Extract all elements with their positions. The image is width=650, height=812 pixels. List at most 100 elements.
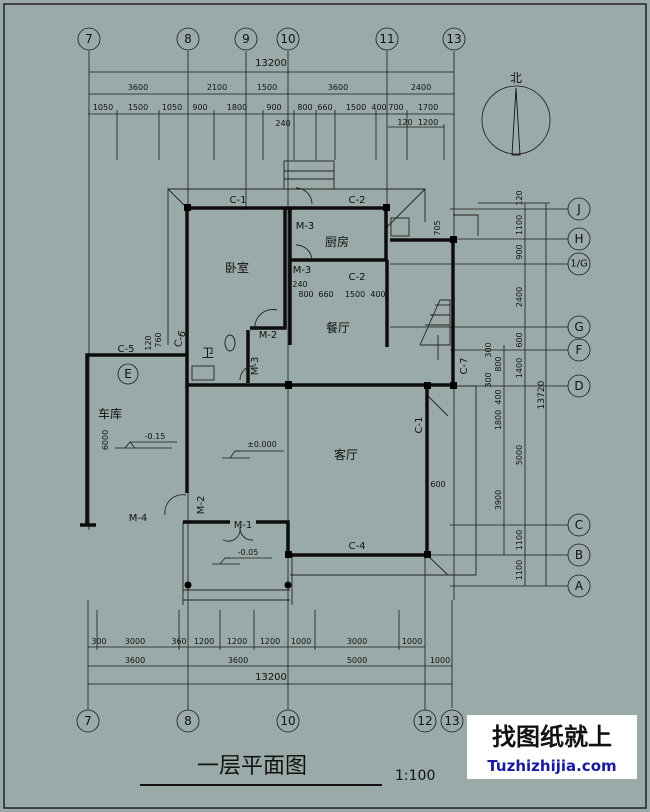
- dim-text: 6000: [101, 430, 110, 450]
- dim-text: 1700: [418, 103, 438, 112]
- dim-text: 3600: [228, 656, 248, 665]
- dim-text: 900: [266, 103, 281, 112]
- dim-text: 300: [484, 342, 493, 357]
- dim-text: 240: [292, 280, 307, 289]
- dim-text: 2400: [411, 83, 431, 92]
- dim-text: 1000: [402, 637, 422, 646]
- north-label: 北: [510, 71, 522, 85]
- axis-label: D: [574, 379, 583, 393]
- watermark: 找图纸就上 Tuzhizhijia.com: [467, 715, 637, 779]
- window-label: C-4: [349, 541, 366, 552]
- dim-text: 5000: [347, 656, 367, 665]
- dim-text: 3600: [328, 83, 348, 92]
- dim-text: 120: [144, 335, 153, 350]
- dim-text: 800: [298, 290, 313, 299]
- dim-text: 1000: [430, 656, 450, 665]
- dim-text: 1050: [93, 103, 113, 112]
- dim-text: 660: [318, 290, 333, 299]
- dim-text: 2100: [207, 83, 227, 92]
- room-dining: 餐厅: [326, 320, 350, 335]
- door-label: M-4: [129, 513, 148, 524]
- axis-label: 10: [280, 714, 295, 728]
- axis-label: 9: [242, 32, 250, 46]
- dim-text: 13200: [255, 58, 287, 69]
- dim-text: 120: [397, 118, 412, 127]
- axis-label: A: [575, 579, 584, 593]
- elevation-marks: -0.15 ±0.000 -0.05: [115, 432, 284, 565]
- room-kitchen: 厨房: [325, 234, 349, 249]
- dim-text: 240: [275, 119, 290, 128]
- door-label: M-2: [196, 496, 207, 515]
- window-label: C-1: [414, 417, 425, 434]
- dim-text: 3600: [125, 656, 145, 665]
- door-label: M-2: [259, 330, 278, 341]
- room-living: 客厅: [334, 447, 358, 462]
- axis-label: 7: [84, 714, 92, 728]
- dim-text: 5000: [515, 445, 524, 465]
- dim-text: 360: [171, 637, 186, 646]
- window-label: C-5: [118, 344, 135, 355]
- axis-label: 7: [85, 32, 93, 46]
- dim-text: 400: [370, 290, 385, 299]
- axis-label: 11: [379, 32, 394, 46]
- dim-text: 1500: [128, 103, 148, 112]
- window-label: C-7: [459, 358, 470, 375]
- frame-border: [3, 3, 647, 809]
- axis-label: B: [575, 548, 583, 562]
- axis-label-e: E: [124, 367, 132, 381]
- room-garage: 车库: [98, 406, 122, 421]
- dim-text: 1100: [515, 215, 524, 235]
- top-dimension-lines: [88, 71, 454, 160]
- dim-text: 2400: [515, 287, 524, 307]
- window-label: C-6: [173, 329, 189, 349]
- dim-text: 760: [154, 332, 163, 347]
- structural-columns: [184, 204, 457, 589]
- inner-dimensions: 240 800 660 1500 400 705 120 760 600 600…: [101, 220, 446, 489]
- dim-text: 900: [515, 244, 524, 259]
- right-dimensions: 120 1100 900 2400 600 1400 5000 1100 110…: [484, 190, 547, 580]
- axis-bubbles-top: 7 8 9 10 11 13: [77, 27, 466, 51]
- axis-label: F: [576, 343, 583, 357]
- dim-text: 1500: [257, 83, 277, 92]
- dim-text: 900: [192, 103, 207, 112]
- door-swings: [164, 187, 410, 542]
- dim-text: 1400: [515, 358, 524, 378]
- dim-text: 400: [494, 389, 503, 404]
- dim-text: 1800: [227, 103, 247, 112]
- axis-bubbles-bottom: 7 8 10 12 13: [76, 709, 464, 733]
- dim-text: 1500: [346, 103, 366, 112]
- dim-text: 1500: [345, 290, 365, 299]
- drawing-title: 一层平面图: [197, 754, 307, 779]
- axis-bubbles-right: J H 1/G G F D C B A E: [117, 197, 591, 598]
- axis-label: 10: [280, 32, 295, 46]
- room-bedroom: 卧室: [225, 260, 249, 275]
- dim-text: 1800: [494, 410, 503, 430]
- axis-label: 12: [417, 714, 432, 728]
- dim-text: 1200: [194, 637, 214, 646]
- room-bathroom: 卫: [202, 346, 214, 360]
- door-label: M-3: [293, 265, 312, 276]
- door-label: M-3: [250, 357, 261, 376]
- door-label: M-1: [234, 520, 253, 531]
- window-label: C-2: [349, 195, 366, 206]
- axis-label: G: [574, 320, 583, 334]
- dim-text: 660: [317, 103, 332, 112]
- axis-label: 1/G: [570, 259, 587, 270]
- dim-text: 600: [515, 332, 524, 347]
- bottom-dimensions: 300 3000 360 1200 1200 1200 1000 3000 10…: [91, 637, 450, 683]
- dim-text: 3900: [494, 490, 503, 510]
- window-label: C-1: [230, 195, 247, 206]
- right-dimension-lines: [478, 202, 550, 586]
- axis-label: J: [576, 202, 581, 216]
- dim-text: 1000: [291, 637, 311, 646]
- dim-text: 1100: [515, 560, 524, 580]
- axis-label: C: [575, 518, 583, 532]
- roof-eaves: [167, 160, 479, 605]
- room-labels: 卧室 厨房 餐厅 卫 车库 客厅: [98, 234, 358, 462]
- bottom-dimension-lines: [88, 610, 452, 685]
- door-label: M-3: [296, 221, 315, 232]
- dim-text: 13720: [537, 380, 547, 409]
- dim-text: 1200: [418, 118, 438, 127]
